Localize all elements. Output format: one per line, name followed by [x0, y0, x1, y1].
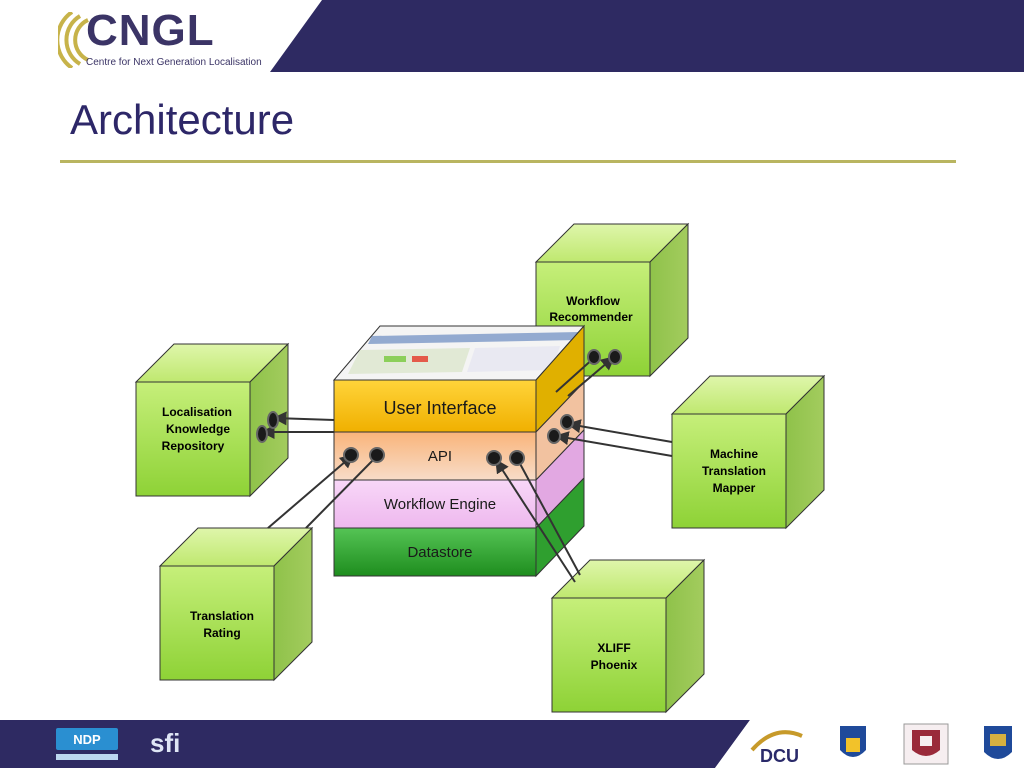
connectors — [260, 356, 673, 583]
port-xp-1 — [486, 450, 502, 466]
layer-api: API — [428, 448, 452, 465]
central-stack: User Interface API Workflow Engine Datas… — [332, 324, 586, 578]
mt-mapper-label-2: Translation — [702, 464, 766, 478]
ucd-crest — [840, 726, 866, 757]
port-mt-2 — [547, 428, 561, 444]
port-connectors — [256, 349, 622, 466]
cngl-logo — [58, 8, 258, 74]
localisation-kr-label-3: Repository — [162, 439, 225, 453]
mt-mapper-label-3: Mapper — [713, 481, 756, 495]
layer-datastore: Datastore — [407, 544, 472, 561]
localisation-kr-label-2: Knowledge — [166, 422, 230, 436]
port-lkr-1 — [267, 411, 279, 429]
dcu-logo: DCU — [750, 730, 803, 766]
port-xp-2 — [509, 450, 525, 466]
translation-rating-cube: Translation Rating — [158, 526, 314, 682]
port-wr-1 — [587, 349, 601, 365]
footer-band: NDP sfi DCU — [0, 720, 1024, 768]
port-lkr-2 — [256, 425, 268, 443]
architecture-diagram: Workflow Recommender Localisation Knowle… — [134, 222, 826, 714]
page-title: Architecture — [70, 96, 295, 143]
port-tr-2 — [369, 447, 385, 463]
dcu-logo-text: DCU — [760, 746, 799, 766]
port-mt-1 — [560, 414, 574, 430]
sfi-logo: sfi — [150, 728, 180, 758]
xliff-phoenix-label-2: Phoenix — [591, 658, 638, 672]
tcd-crest — [903, 723, 949, 765]
ui-screenshot-panel — [348, 348, 470, 374]
workflow-recommender-label-2: Recommender — [549, 310, 633, 324]
title-divider — [60, 160, 956, 163]
logo-text: CNGL — [86, 6, 215, 55]
signal-waves-icon — [58, 12, 89, 68]
ndp-logo: NDP — [56, 728, 118, 760]
sfi-logo-text: sfi — [150, 728, 180, 758]
port-tr-1 — [343, 447, 359, 463]
workflow-recommender-cube: Workflow Recommender — [534, 222, 690, 378]
logo-tagline: Centre for Next Generation Localisation — [86, 57, 262, 68]
mt-mapper-label-1: Machine — [710, 447, 758, 461]
ul-crest — [984, 726, 1012, 759]
mt-mapper-cube: Machine Translation Mapper — [670, 374, 826, 530]
layer-user-interface: User Interface — [383, 398, 496, 418]
layer-workflow-engine: Workflow Engine — [384, 496, 496, 513]
ndp-logo-text: NDP — [73, 732, 101, 747]
localisation-kr-label-1: Localisation — [162, 405, 232, 419]
localisation-kr-cube: Localisation Knowledge Repository — [134, 342, 290, 498]
xliff-phoenix-cube: XLIFF Phoenix — [550, 558, 706, 714]
xliff-phoenix-label-1: XLIFF — [597, 641, 630, 655]
workflow-recommender-label-1: Workflow — [566, 294, 620, 308]
ui-screenshot-banner — [368, 332, 580, 344]
port-wr-2 — [608, 349, 622, 365]
translation-rating-label-2: Rating — [203, 626, 240, 640]
translation-rating-label-1: Translation — [190, 609, 254, 623]
